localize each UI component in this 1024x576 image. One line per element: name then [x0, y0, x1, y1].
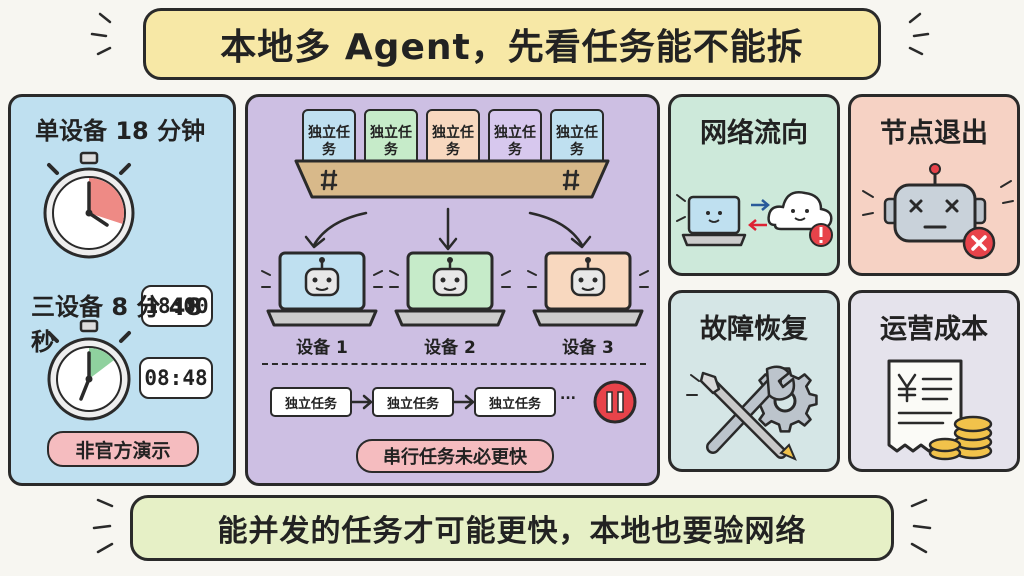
device-label: 设备 1 — [296, 338, 348, 358]
serial-task-box: 独立任务 — [270, 387, 352, 417]
three-device-time: 08:48 — [139, 357, 213, 399]
wrench-gear-icon — [686, 365, 818, 461]
serial-task-box: 独立任务 — [372, 387, 454, 417]
fault-recovery-panel: 故障恢复 — [668, 290, 840, 472]
elapsed-sector — [89, 348, 114, 379]
device-label: 设备 3 — [562, 338, 614, 358]
laptop-robot-icon — [389, 251, 511, 327]
operating-cost-panel: 运营成本 — [848, 290, 1020, 472]
single-device-heading: 单设备 18 分钟 — [35, 117, 206, 145]
chain-ellipsis: ... — [560, 387, 576, 403]
broken-robot-icon — [862, 163, 1014, 260]
receipt-coins-icon — [887, 359, 993, 461]
task-basket-icon — [294, 159, 610, 199]
pause-icon — [593, 380, 637, 424]
device-label: 设备 2 — [424, 338, 476, 358]
panel-title: 运营成本 — [880, 314, 988, 345]
laptop-robot-icon — [261, 251, 383, 327]
footer-message: 能并发的任务才可能更快，本地也要验网络 — [130, 495, 894, 561]
node-exit-panel: 节点退出 — [848, 94, 1020, 276]
distribution-arrows — [304, 207, 592, 251]
elapsed-sector — [89, 178, 125, 224]
network-flow-panel: 网络流向 — [668, 94, 840, 276]
panel-title: 网络流向 — [700, 118, 808, 149]
laptop-robot-icon — [527, 251, 649, 327]
network-flow-icon — [676, 191, 833, 247]
serial-arrows — [350, 394, 475, 410]
panel-title: 故障恢复 — [700, 314, 808, 345]
parallel-task-panel: 独立任务 独立任务 独立任务 独立任务 独立任务 — [245, 94, 660, 486]
stopwatch-icon — [47, 319, 131, 421]
page-title: 本地多 Agent，先看任务能不能拆 — [143, 8, 881, 80]
dashed-divider — [262, 363, 646, 365]
stopwatch-icon — [43, 151, 135, 259]
single-device-time: 18:00 — [141, 285, 213, 327]
panel-title: 节点退出 — [880, 118, 988, 149]
serial-task-box: 独立任务 — [474, 387, 556, 417]
unofficial-demo-badge: 非官方演示 — [47, 431, 199, 467]
serial-warning-badge: 串行任务未必更快 — [356, 439, 554, 473]
timing-comparison-panel: 单设备 18 分钟 18:00 三设备 8 分 48 秒 08:48 非官方演示 — [8, 94, 236, 486]
three-device-heading: 三设备 8 分 48 秒 — [31, 293, 203, 356]
